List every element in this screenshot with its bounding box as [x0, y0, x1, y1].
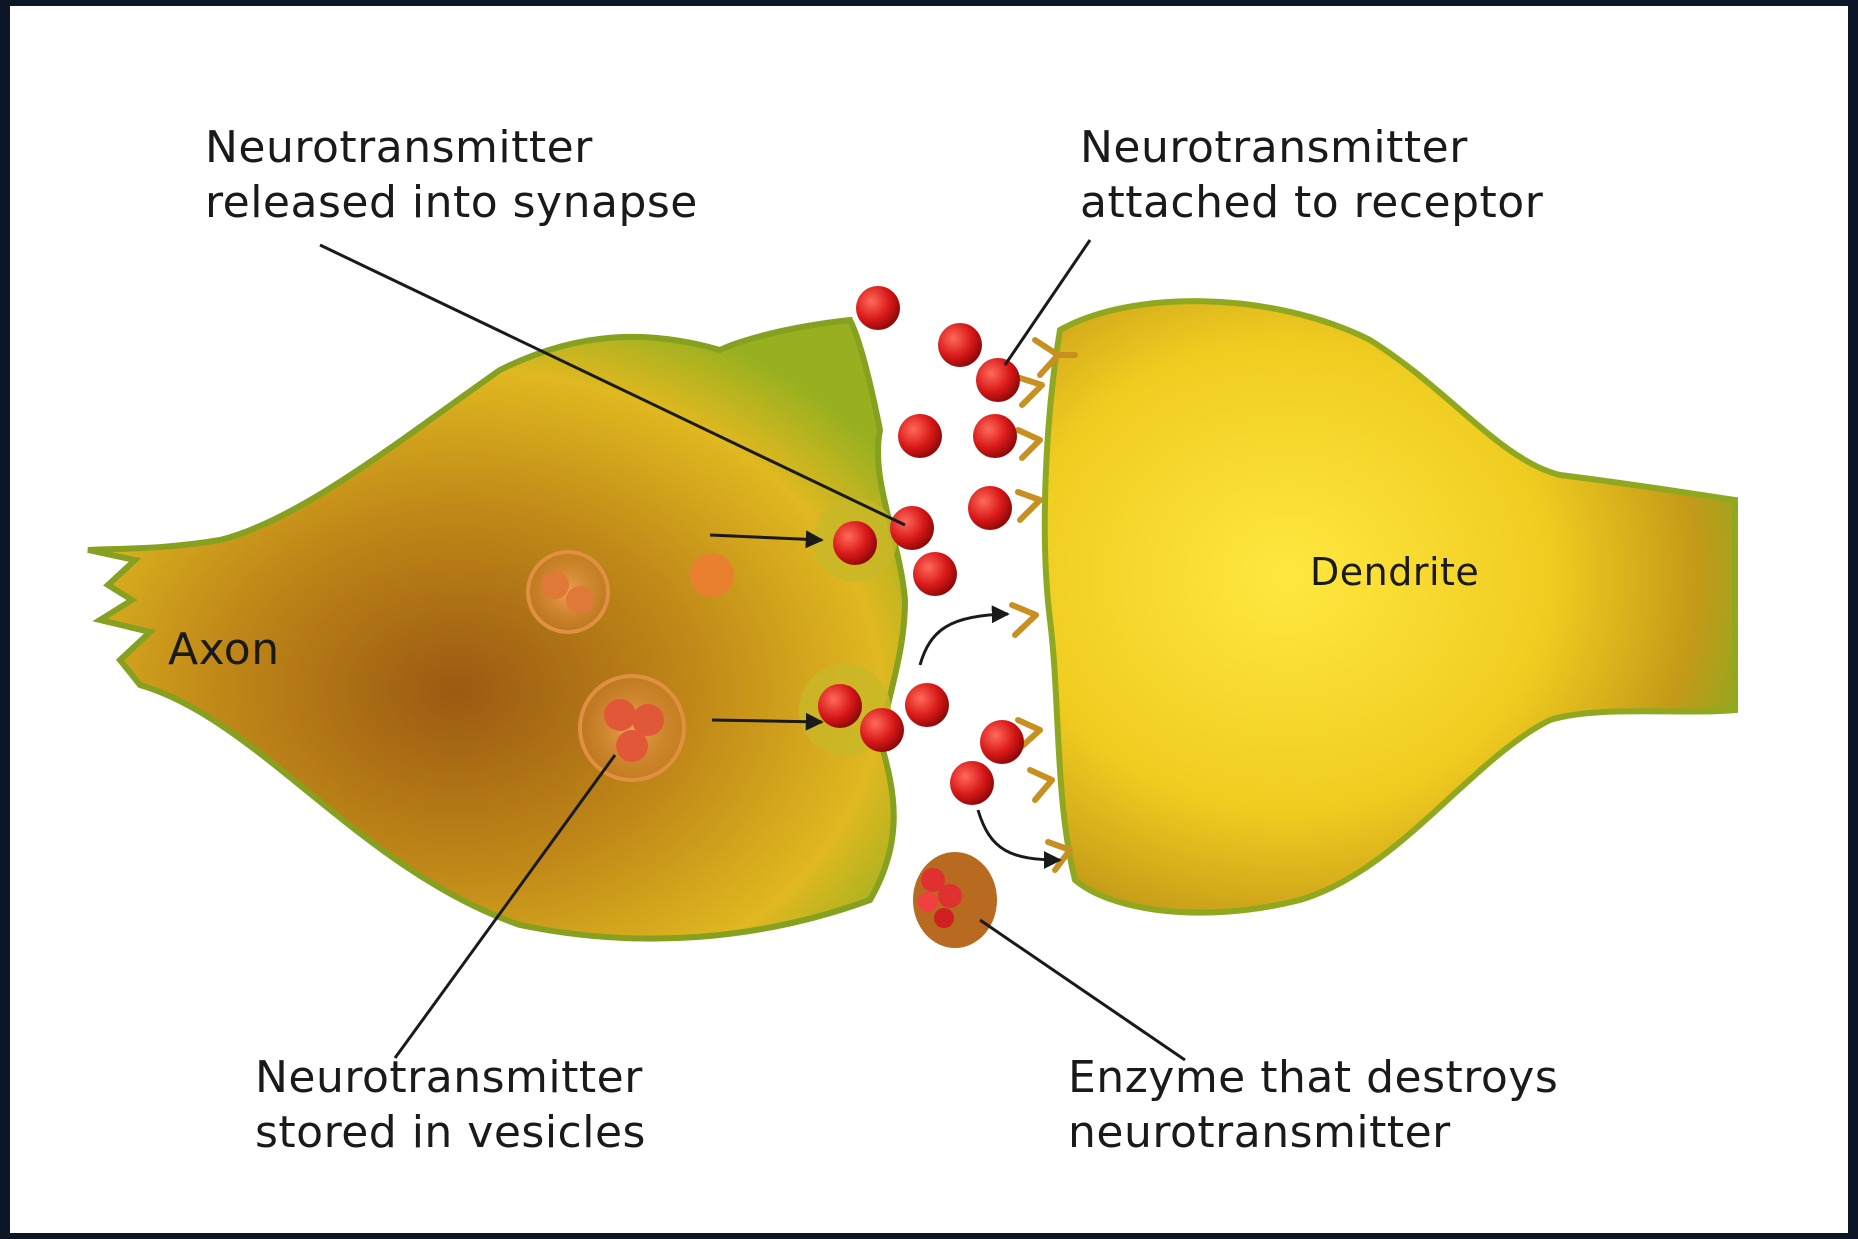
enzyme-icon [913, 852, 997, 948]
label-dendrite: Dendrite [1310, 545, 1479, 600]
label-axon: Axon [168, 622, 280, 677]
label-attached-to-receptor: Neurotransmitter attached to receptor [1080, 120, 1543, 230]
label-stored-in-vesicles: Neurotransmitter stored in vesicles [255, 1050, 646, 1160]
dendrite-shape [1045, 301, 1735, 912]
label-enzyme-destroys: Enzyme that destroys neurotransmitter [1068, 1050, 1558, 1160]
label-released-into-synapse: Neurotransmitter released into synapse [205, 120, 698, 230]
